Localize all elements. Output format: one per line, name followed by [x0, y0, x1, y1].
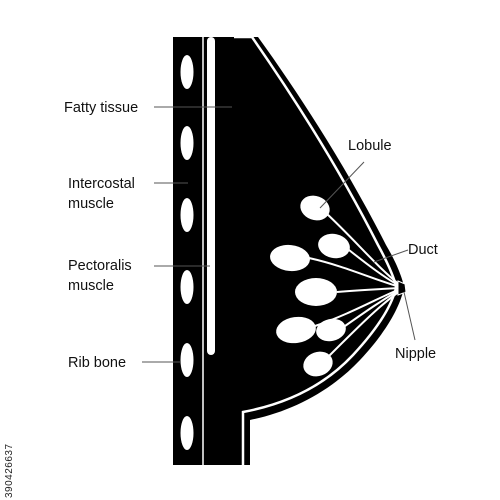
breast-body [221, 37, 404, 465]
label-duct: Duct [408, 242, 438, 258]
duct [328, 290, 401, 357]
rib-bone [180, 55, 194, 89]
duct [336, 287, 401, 293]
stock-id-watermark: 390426637 [4, 443, 15, 498]
rib-bone [180, 343, 194, 377]
leader-duct [373, 249, 409, 263]
lobule [295, 278, 337, 306]
duct [314, 288, 401, 327]
rib-bone [180, 270, 194, 304]
label-intercostal-line1: Intercostal [68, 176, 135, 192]
label-intercostal-line2: muscle [68, 196, 114, 212]
label-pectoralis-line1: Pectoralis [68, 258, 132, 274]
ducts [308, 212, 401, 357]
duct [348, 249, 401, 287]
pectoralis-muscle [202, 37, 215, 465]
duct [308, 257, 401, 288]
leader-lobule [319, 161, 365, 209]
rib-bone [180, 416, 194, 450]
label-fatty-tissue: Fatty tissue [64, 100, 138, 116]
lobule [270, 244, 310, 272]
duct [344, 289, 401, 327]
lobule [303, 351, 333, 377]
lobule [276, 316, 316, 344]
rib-bones [180, 55, 194, 450]
leader-lines [142, 106, 416, 363]
lobule [318, 233, 350, 259]
label-pectoralis-line2: muscle [68, 278, 114, 294]
leader-nipple [403, 291, 416, 341]
lobule [300, 195, 330, 221]
nipple [397, 280, 407, 296]
rib-bone [180, 198, 194, 232]
lobules [270, 195, 350, 377]
rib-bone [180, 126, 194, 160]
lobule [316, 318, 346, 342]
duct [325, 212, 401, 286]
label-rib-bone: Rib bone [68, 355, 126, 371]
label-lobule: Lobule [348, 138, 392, 154]
label-nipple: Nipple [395, 346, 436, 362]
